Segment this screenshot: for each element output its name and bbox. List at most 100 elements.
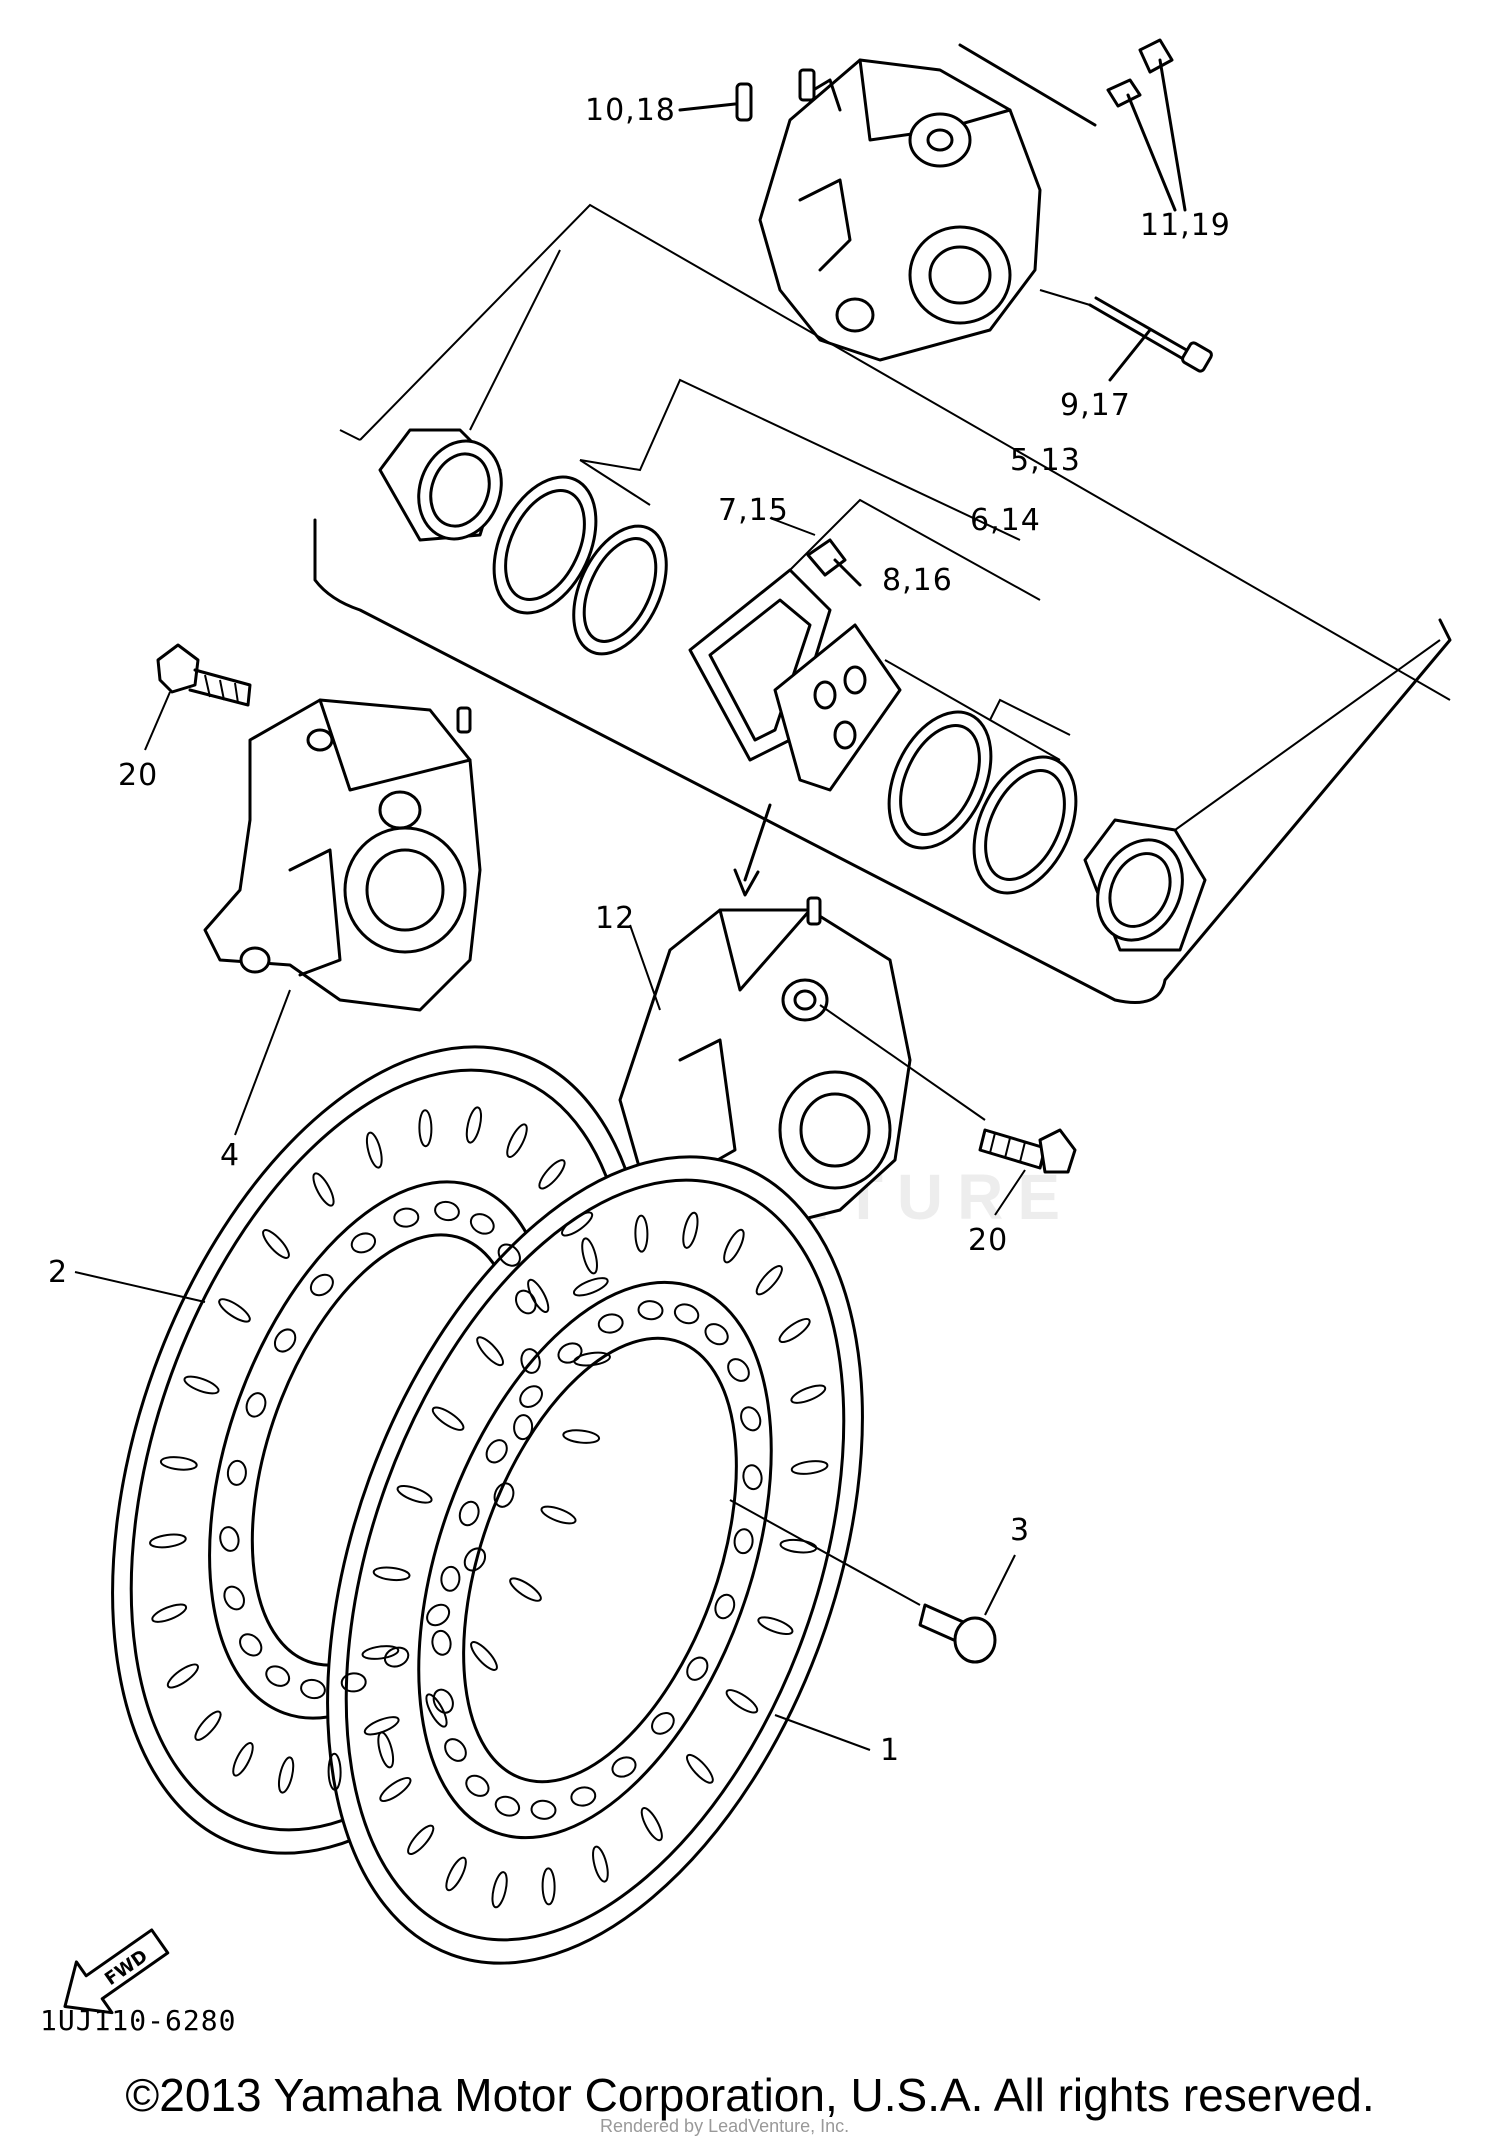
disc-holes [149, 1106, 829, 1909]
disc-hole [239, 1633, 263, 1657]
disc-slot [194, 1710, 222, 1741]
disc-slot [363, 1716, 400, 1736]
disc-slot [361, 1645, 400, 1660]
disc-hole [611, 1756, 637, 1778]
disc-slot [541, 1867, 556, 1906]
disc-slot [562, 1429, 601, 1444]
disc-hole [513, 1414, 534, 1441]
callout-9-17: 9,17 [1060, 388, 1131, 423]
callout-12: 12 [595, 901, 635, 936]
bolt-right [978, 1128, 1077, 1216]
disc-hole [686, 1656, 709, 1681]
bleeder-parts [958, 38, 1187, 212]
disc-slot [778, 1317, 811, 1344]
exploded-box [313, 203, 1452, 1004]
disc-slot [470, 1641, 498, 1671]
callout-6-14: 6,14 [970, 503, 1041, 538]
disc-hole [245, 1392, 267, 1418]
disc-slot [640, 1807, 663, 1842]
disc-hole [309, 1273, 334, 1297]
disc-hole [740, 1406, 762, 1432]
bleeder-screw [678, 82, 753, 122]
disc-hole [393, 1207, 420, 1228]
pad-pin [1039, 289, 1213, 382]
disc-slot [277, 1756, 295, 1794]
render-note: Rendered by LeadVenture, Inc. [600, 2116, 850, 2136]
disc-slot [166, 1663, 199, 1689]
disc-slot [592, 1845, 609, 1883]
disc-slot [149, 1533, 187, 1549]
disc-slot [723, 1228, 745, 1264]
disc-hole [265, 1665, 291, 1687]
disc-hole [219, 1526, 240, 1552]
disc-hole [383, 1646, 410, 1668]
disc-hole [340, 1672, 367, 1693]
callout-7-15: 7,15 [718, 493, 789, 528]
disc-hole [431, 1629, 452, 1656]
disc-slot [312, 1172, 335, 1207]
callout-4: 4 [220, 1138, 240, 1173]
disc-slot [183, 1375, 220, 1395]
callout-8-16: 8,16 [882, 563, 953, 598]
disc-slot [425, 1693, 448, 1728]
piston-left [378, 249, 561, 542]
disc-hole [493, 1482, 515, 1508]
disc-slot [527, 1278, 550, 1313]
callout-2: 2 [48, 1255, 68, 1290]
disc-hole [444, 1738, 467, 1762]
callout-1: 1 [880, 1733, 900, 1768]
callout-3: 3 [1010, 1513, 1030, 1548]
disc-hole [742, 1464, 763, 1491]
disc-slot [790, 1384, 827, 1404]
disc-hole [714, 1593, 736, 1620]
disc-slot [757, 1616, 794, 1636]
disc-slot [379, 1776, 412, 1803]
disc-hole [637, 1300, 664, 1321]
disc-hole [557, 1342, 583, 1364]
bolt-left [144, 643, 252, 751]
diagram-code: 1UJ110-6280 [40, 2004, 237, 2037]
disc-hole [733, 1528, 754, 1555]
disc-slot [218, 1298, 251, 1323]
disc-hole [520, 1348, 541, 1374]
disc-hole [223, 1585, 245, 1611]
disc-slot [465, 1106, 483, 1144]
disc-hole [515, 1289, 537, 1315]
disc-hole [463, 1547, 487, 1572]
disc-slot [790, 1460, 829, 1475]
disc-hole [226, 1459, 247, 1486]
disc-slot [491, 1871, 508, 1909]
callout-20-left: 20 [118, 758, 158, 793]
disc-slot [506, 1123, 528, 1158]
caliper-right [618, 896, 986, 1232]
disc-slot [418, 1109, 433, 1148]
callout-10-18: 10,18 [585, 93, 676, 128]
disc-hole [432, 1688, 454, 1714]
disc-hole [273, 1328, 297, 1353]
disc-hole [469, 1213, 495, 1235]
disc-hole [570, 1786, 597, 1807]
copyright-footer: ©2013 Yamaha Motor Corporation, U.S.A. A… [125, 2069, 1375, 2121]
disc-hole [458, 1500, 480, 1527]
disc-hole [727, 1358, 750, 1382]
disc-slot [262, 1229, 290, 1259]
disc-slot [581, 1237, 598, 1275]
disc-slot [572, 1277, 609, 1297]
disc-slot [540, 1505, 577, 1525]
disc-hole [519, 1385, 543, 1408]
disc-hole [440, 1565, 461, 1592]
disc-hole [651, 1712, 675, 1735]
disc-slot [682, 1211, 699, 1249]
disc-slot [755, 1265, 783, 1296]
pad-clip [806, 538, 862, 587]
disc-bolt [729, 1499, 1016, 1664]
seal-rings-right [887, 698, 1078, 895]
disc-slot [396, 1484, 433, 1504]
callout-20-right: 20 [968, 1223, 1008, 1258]
disc-hole [597, 1313, 624, 1334]
disc-slot [407, 1824, 435, 1855]
disc-hole [494, 1795, 521, 1817]
disc-hole [465, 1774, 490, 1797]
piston-right [1083, 639, 1441, 952]
